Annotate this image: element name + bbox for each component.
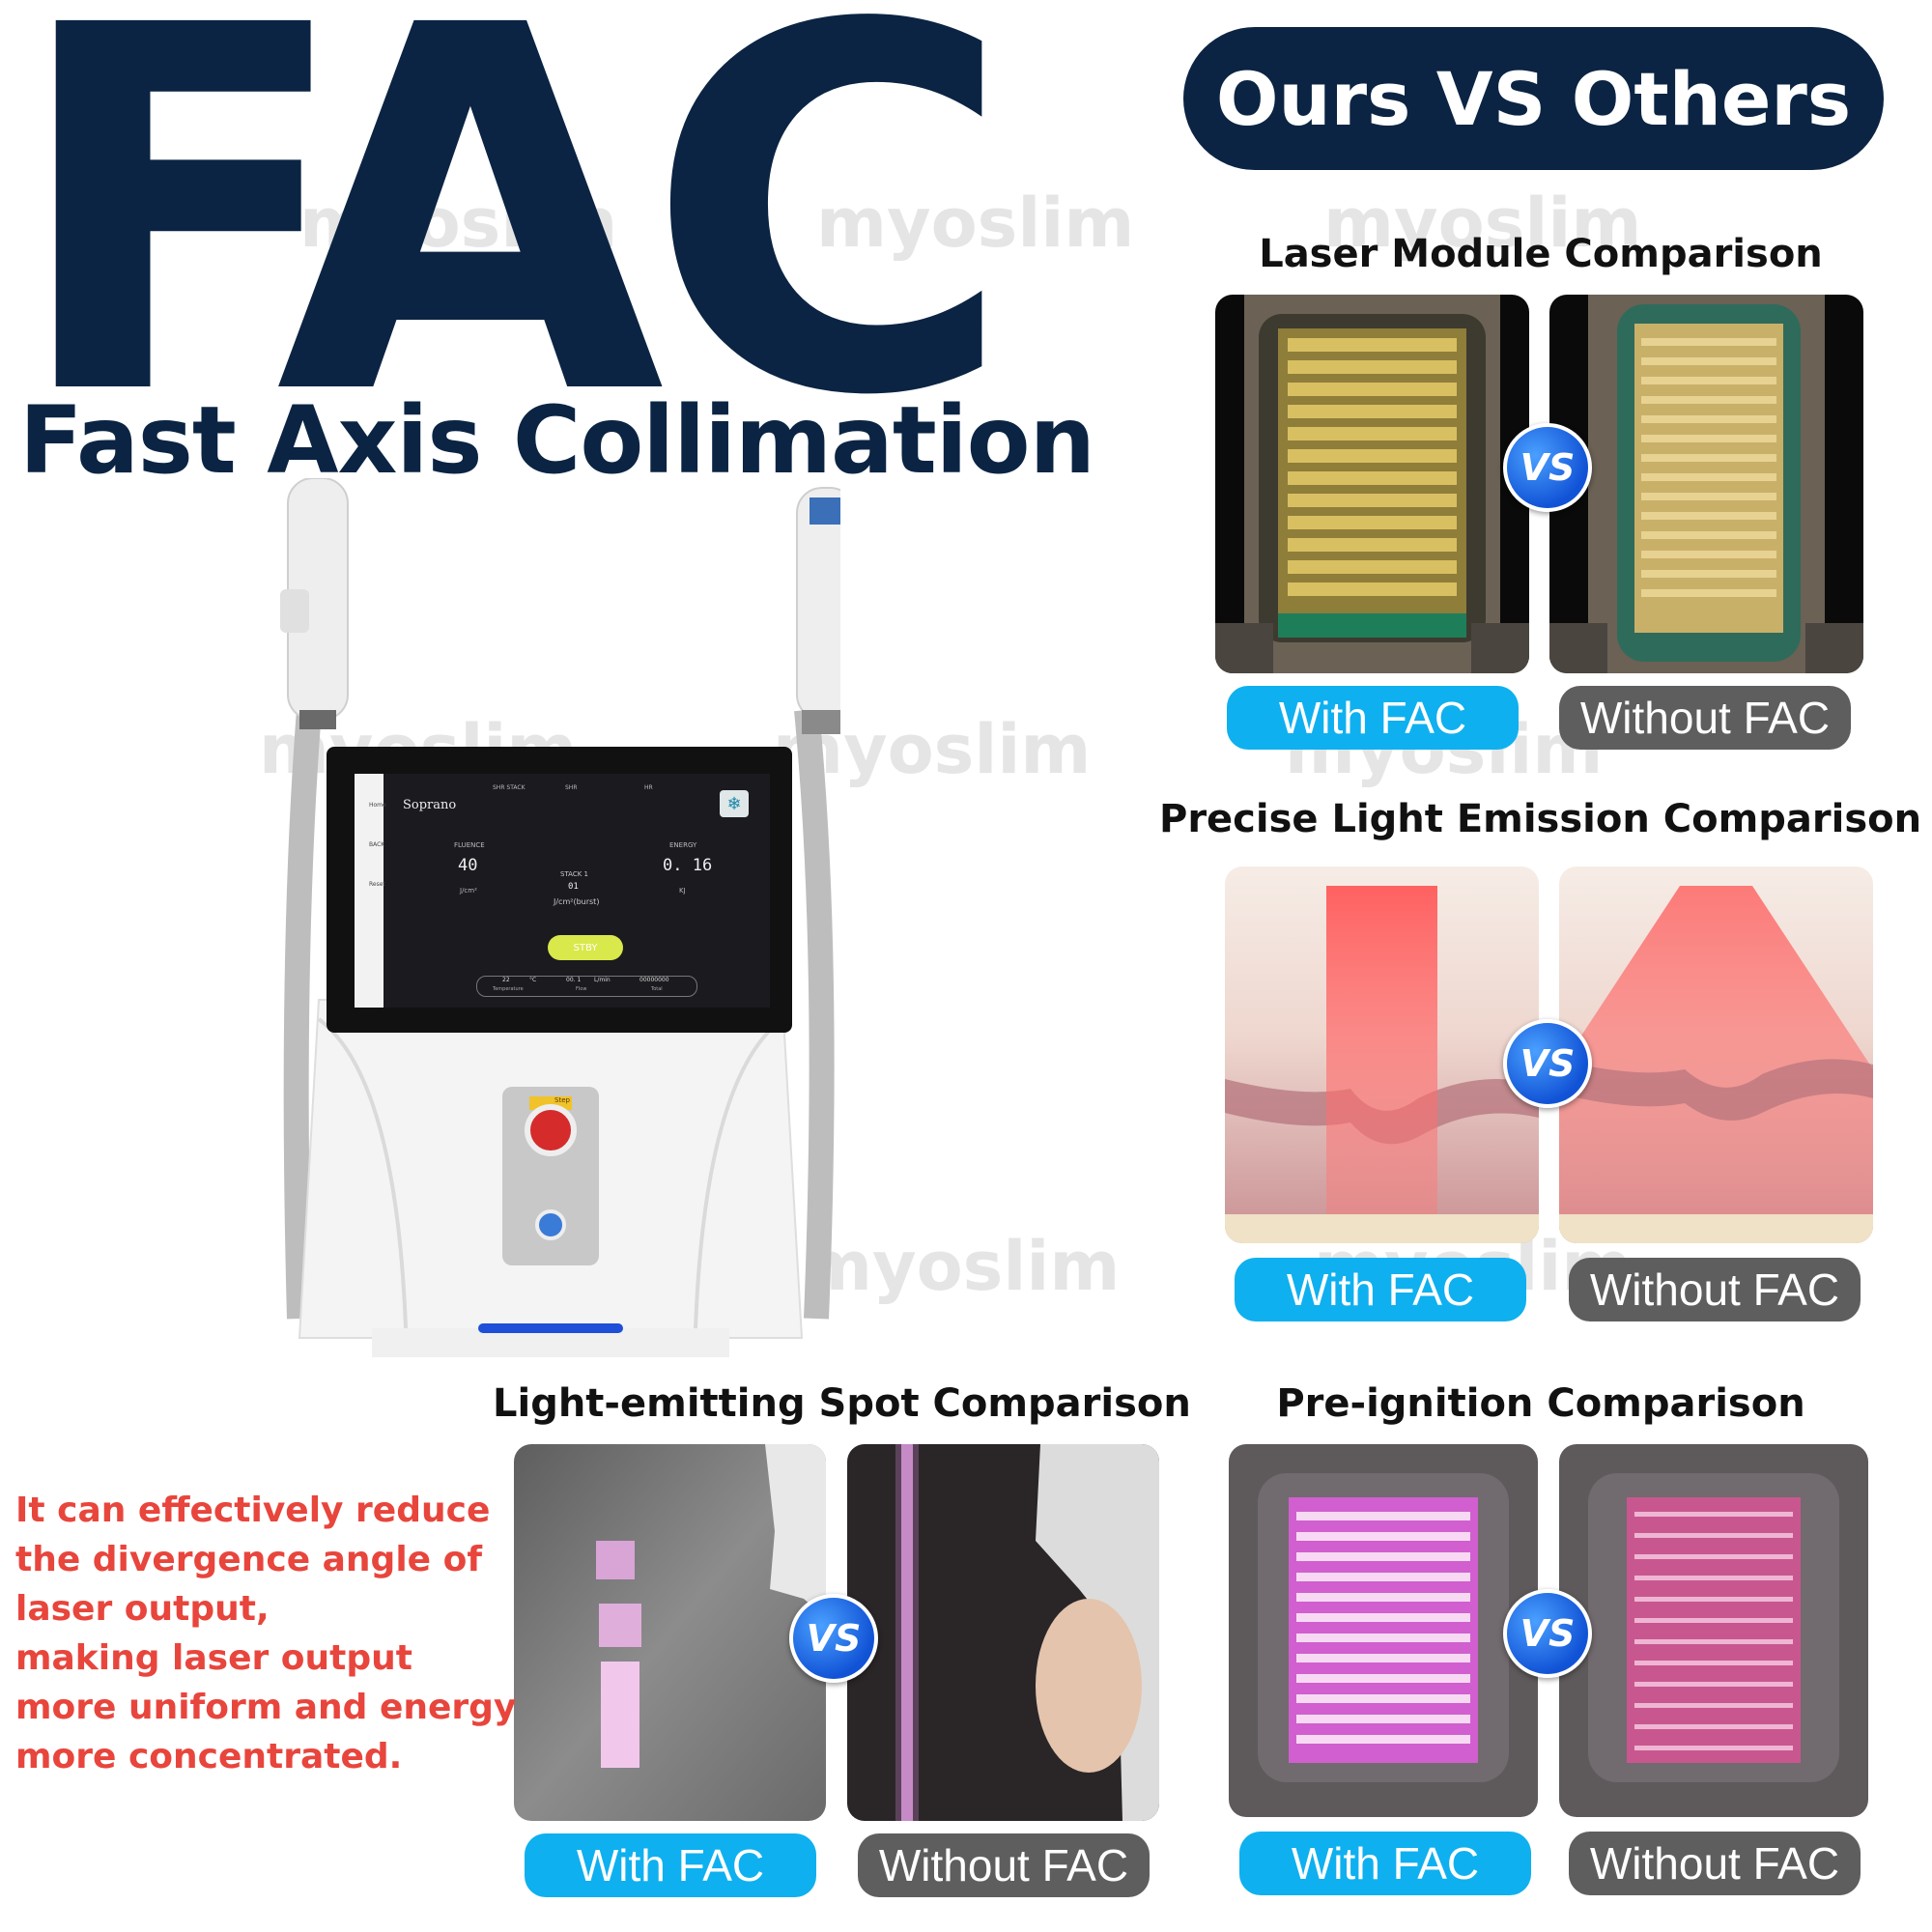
flow-unit: L/min <box>594 977 611 983</box>
device-tab: HR <box>644 784 653 791</box>
energy-value: 0. 16 <box>663 856 713 875</box>
description-line: It can effectively reduce <box>15 1491 491 1530</box>
stack-label: STACK 1 <box>560 870 588 878</box>
flow-value: 00. 1 <box>566 977 582 983</box>
stack-value: 01 <box>568 882 579 892</box>
without-fac-label: Without FAC <box>1569 1258 1861 1321</box>
laser-device-image <box>261 477 856 1377</box>
description-line: making laser output <box>15 1638 412 1678</box>
without-fac-label: Without FAC <box>858 1833 1150 1897</box>
pre-ignition-with-image <box>1229 1444 1538 1817</box>
section-title-light-emission: Precise Light Emission Comparison <box>1159 797 1922 841</box>
total-value: 00000000 <box>639 977 669 983</box>
section-title-spot: Light-emitting Spot Comparison <box>493 1381 1191 1426</box>
device-tab: SHR STACK <box>493 784 526 791</box>
pre-ignition-without-image <box>1559 1444 1868 1817</box>
device-tab: SHR <box>565 784 578 791</box>
energy-unit: KJ <box>679 887 686 895</box>
fluence-label: FLUENCE <box>454 841 485 849</box>
energy-label: ENERGY <box>669 841 697 849</box>
laser-module-without-image <box>1549 295 1863 673</box>
description: It can effectively reduce the divergence… <box>15 1486 518 1781</box>
temp-value: 22 <box>502 977 510 983</box>
device-menu-home: Home <box>369 802 386 809</box>
watermark: myoslim <box>299 184 618 263</box>
section-title-laser-module: Laser Module Comparison <box>1259 232 1823 276</box>
spot-with-image <box>514 1444 826 1821</box>
vs-badge: VS <box>1503 1589 1592 1678</box>
watermark: myoslim <box>1323 184 1642 263</box>
watermark: myoslim <box>802 1227 1121 1306</box>
snowflake-icon[interactable]: ❄ <box>720 790 749 817</box>
flow-label: Flow <box>576 986 587 992</box>
fluence-unit: J/cm² <box>460 887 477 895</box>
temp-unit: °C <box>529 977 537 983</box>
total-label: Total <box>651 986 663 992</box>
light-emission-without-image <box>1559 867 1873 1243</box>
without-fac-label: Without FAC <box>1559 686 1851 750</box>
spot-without-image <box>847 1444 1159 1821</box>
description-line: more uniform and energy <box>15 1688 517 1727</box>
stby-button[interactable]: STBY <box>548 935 623 960</box>
temp-label: Temperature <box>493 986 524 992</box>
subtitle: Fast Axis Collimation <box>19 386 1095 495</box>
status-bar <box>476 976 697 997</box>
headline: FAC <box>10 0 1014 505</box>
comparison-header: Ours VS Others <box>1183 27 1884 170</box>
light-emission-with-image <box>1225 867 1539 1243</box>
description-line: the divergence angle of <box>15 1540 483 1579</box>
with-fac-label: With FAC <box>1227 686 1519 750</box>
description-line: more concentrated. <box>15 1737 403 1776</box>
with-fac-label: With FAC <box>1235 1258 1526 1321</box>
device-menu-back: BACK <box>369 841 385 848</box>
device-menu-reset: Reset <box>369 881 385 888</box>
vs-badge: VS <box>1503 423 1592 512</box>
with-fac-label: With FAC <box>525 1833 816 1897</box>
with-fac-label: With FAC <box>1239 1832 1531 1895</box>
stack-unit: J/cm²(burst) <box>554 897 600 906</box>
laser-module-with-image <box>1215 295 1529 673</box>
watermark: myoslim <box>816 184 1135 263</box>
vs-badge: VS <box>1503 1019 1592 1108</box>
vs-badge: VS <box>789 1594 878 1683</box>
fluence-value: 40 <box>458 856 478 875</box>
step-label: Step <box>554 1096 570 1104</box>
without-fac-label: Without FAC <box>1569 1832 1861 1895</box>
device-brand: Soprano <box>403 798 457 812</box>
description-line: laser output, <box>15 1589 270 1629</box>
section-title-pre-ignition: Pre-ignition Comparison <box>1276 1381 1805 1426</box>
